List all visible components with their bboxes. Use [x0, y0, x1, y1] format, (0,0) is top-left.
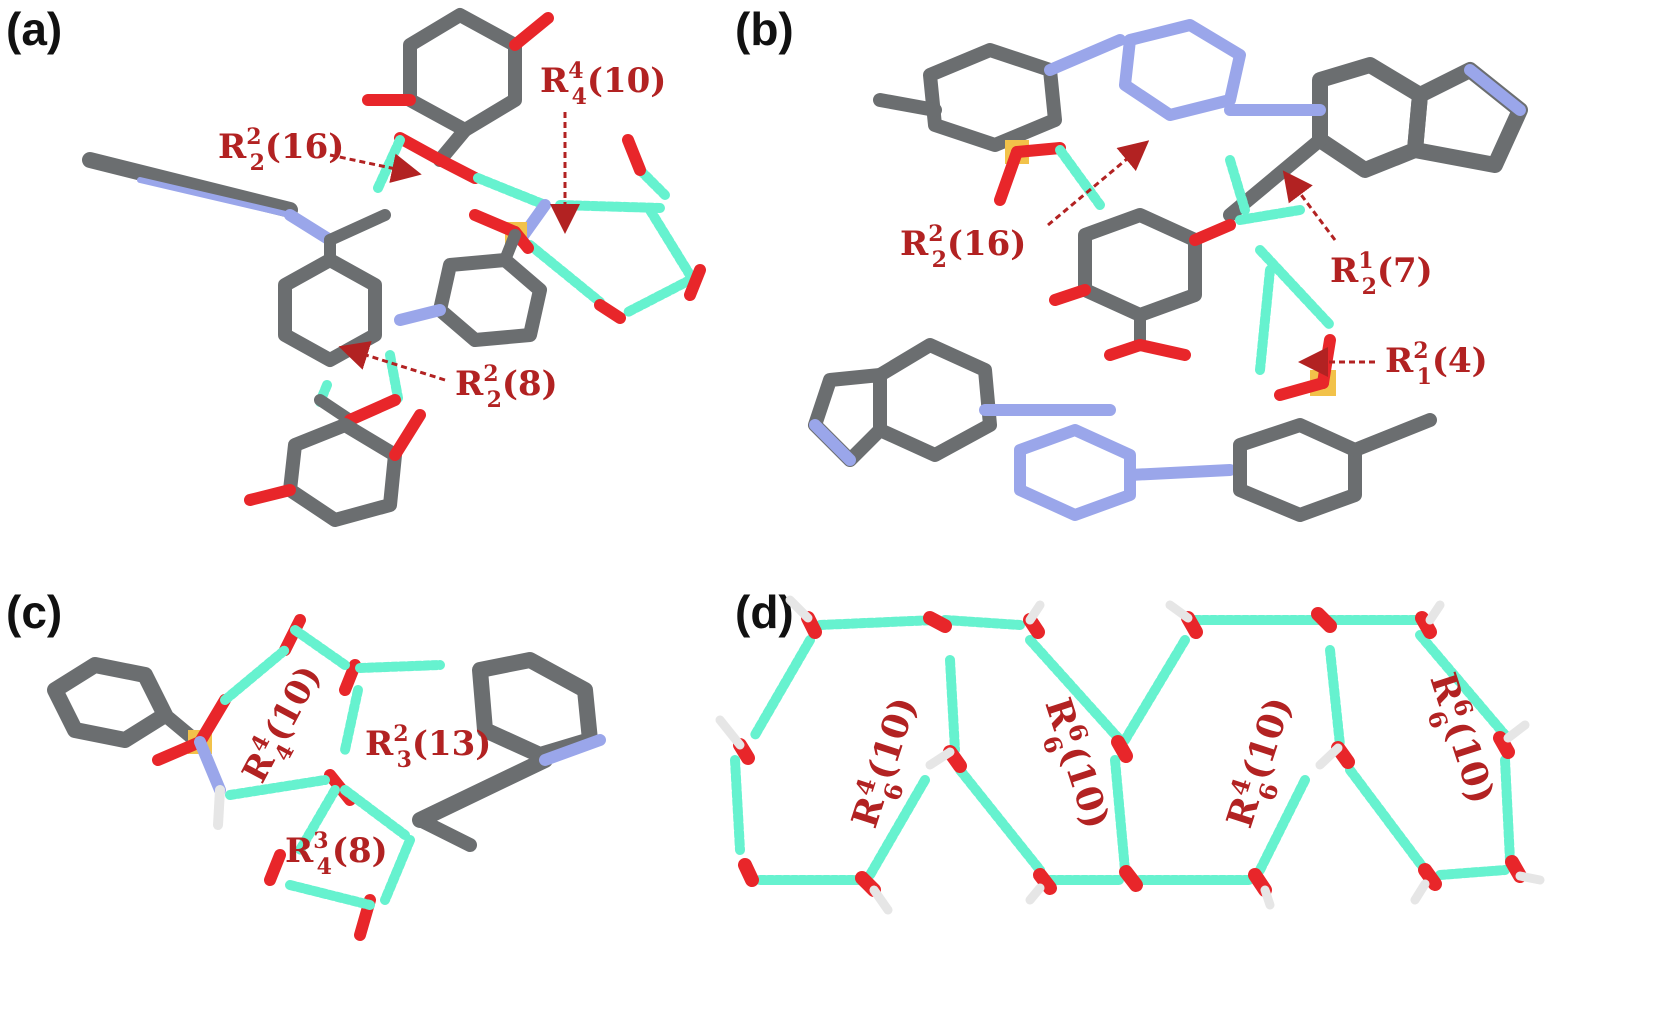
panel-b-arrows — [1047, 140, 1375, 377]
motif-d-4: R66(10) — [1411, 667, 1507, 813]
motif-d-1: R46(10) — [840, 691, 936, 837]
panel-label-b: (b) — [735, 3, 794, 55]
panel-b-molecules — [808, 19, 1528, 522]
panel-a-arrows — [329, 112, 580, 382]
panel-c-molecules — [47, 614, 606, 941]
panel-label-d: (d) — [735, 586, 794, 638]
panel-a-molecules — [82, 8, 706, 527]
panel-label-c: (c) — [6, 586, 63, 638]
panel-label-a: (a) — [6, 3, 63, 55]
panel-d-water-network — [715, 595, 1545, 915]
motif-d-3: R46(10) — [1215, 691, 1311, 837]
motif-d-2: R66(10) — [1026, 692, 1122, 838]
panel-d-ring-labels: R46(10) R66(10) R46(10) R66(10) — [840, 667, 1507, 838]
